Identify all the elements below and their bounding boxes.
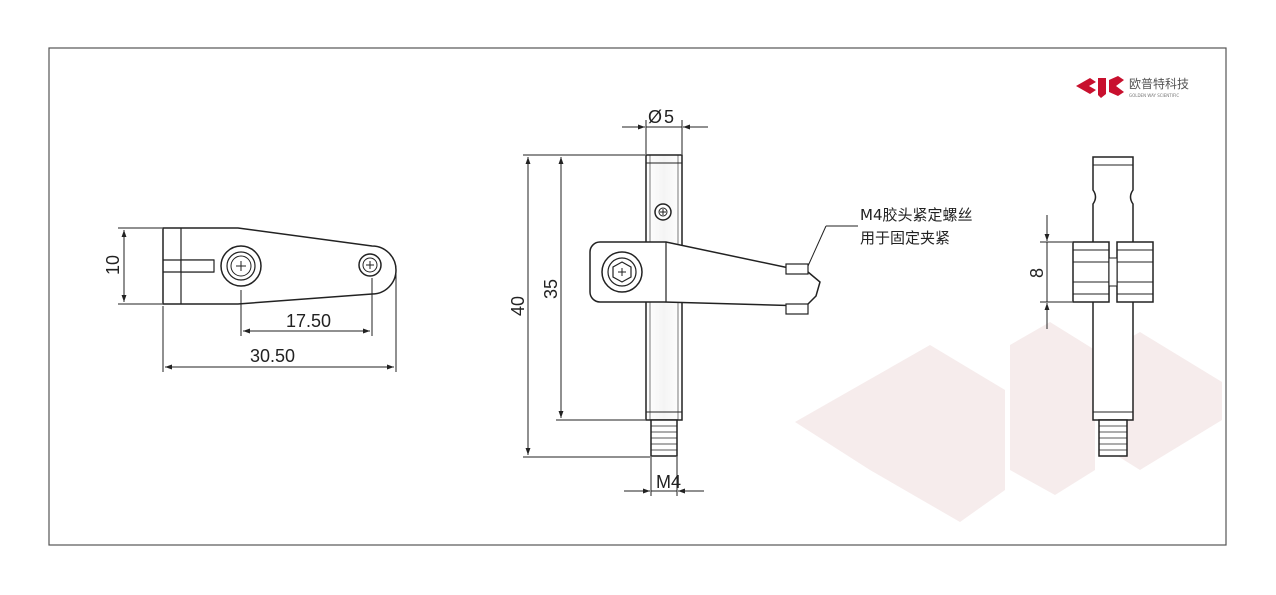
diameter-symbol: Ø [648, 107, 662, 127]
brand-logo: 欧普特科技 GOLDEN WAY SCIENTIFIC [1076, 76, 1189, 98]
tip-set-screw-top [785, 263, 809, 275]
watermark-logo [795, 322, 1222, 522]
callout-line2: 用于固定夹紧 [860, 229, 950, 247]
tip-set-screw-bottom [785, 303, 809, 315]
post-side-view [1072, 156, 1154, 457]
post-front-view [589, 154, 821, 457]
clamp-block-left [1072, 241, 1110, 303]
arm-top-view [162, 227, 397, 305]
dim-thread: M4 [656, 472, 681, 492]
right-dimensions [1040, 215, 1072, 329]
dim-height-left: 10 [103, 255, 123, 275]
brand-name-cn: 欧普特科技 [1129, 76, 1189, 91]
logo-mark-icon [1076, 76, 1124, 98]
center-dimensions [523, 120, 708, 496]
left-dimensions [118, 227, 397, 372]
callout-line1: M4胶头紧定螺丝 [860, 206, 973, 224]
brand-name-en: GOLDEN WAY SCIENTIFIC [1129, 93, 1179, 98]
dim-post-length: 35 [541, 279, 561, 299]
dim-hole-spacing: 17.50 [286, 311, 331, 331]
arm-side-outline [589, 241, 821, 307]
dim-overall-length: 30.50 [250, 346, 295, 366]
diameter-value: 5 [664, 107, 674, 127]
drawing-border [48, 47, 1227, 546]
clamp-block-right [1116, 241, 1154, 303]
dim-total-height: 40 [508, 296, 528, 316]
callout-leader [807, 225, 858, 267]
dim-clamp-height: 8 [1027, 268, 1047, 278]
post-side-shaft [1092, 156, 1134, 421]
